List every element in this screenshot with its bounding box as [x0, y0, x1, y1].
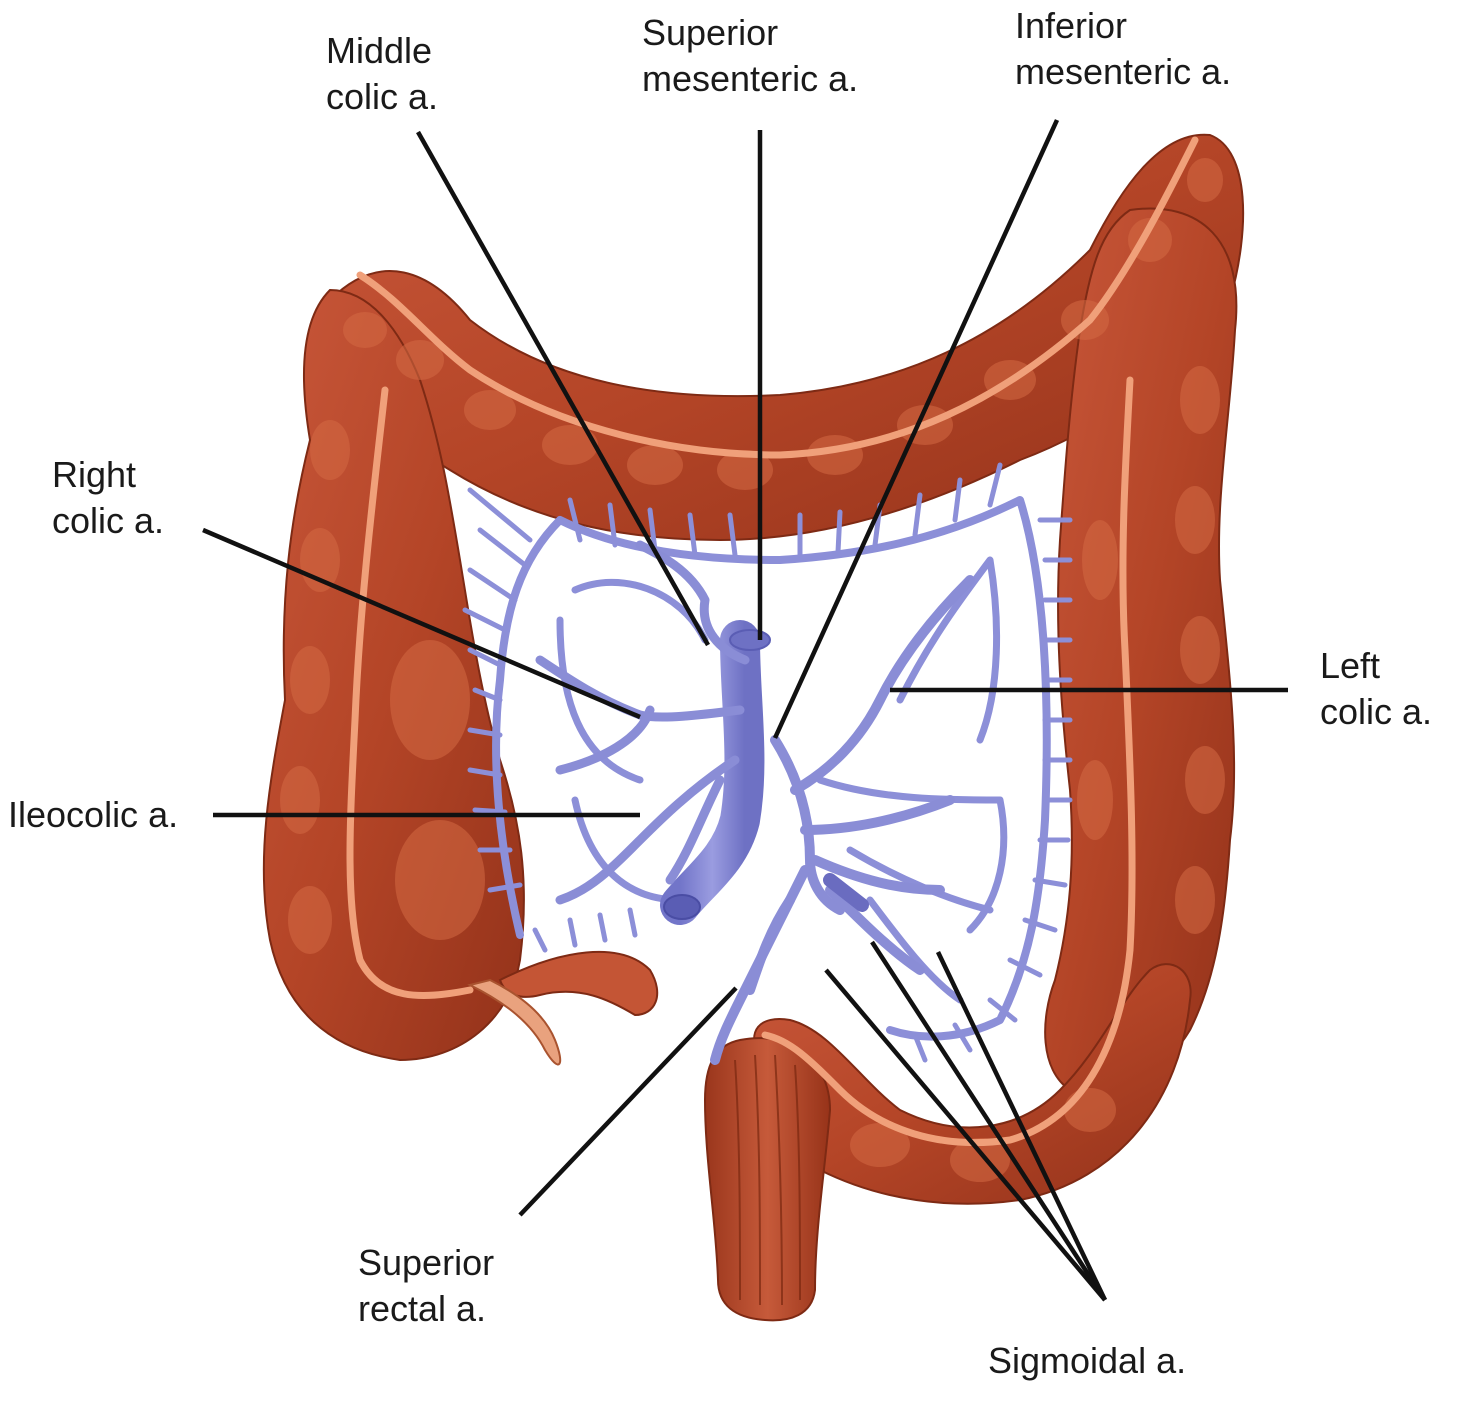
- label-superior-rectal: Superior rectal a.: [358, 1242, 495, 1329]
- vasa-recta: [462, 462, 1073, 1063]
- label-superior-mesenteric: Superior mesenteric a.: [642, 12, 859, 99]
- sigmoid-branch-3: [825, 885, 925, 975]
- ima-branches: [710, 575, 975, 1065]
- ileocolic-branch: [555, 755, 740, 905]
- ima-stump: [823, 873, 869, 912]
- label-inferior-mesenteric: Inferior mesenteric a.: [1015, 5, 1232, 92]
- rectum: [703, 1037, 832, 1322]
- haustra: [280, 158, 1225, 1182]
- label-middle-colic: Middle colic a.: [326, 30, 439, 117]
- superior-mesenteric-trunk: [660, 620, 765, 925]
- label-sigmoidal: Sigmoidal a.: [988, 1340, 1187, 1381]
- leader-superior-rectal: [518, 986, 738, 1217]
- terminal-ileum: [498, 950, 659, 1017]
- leader-sigmoidal-3: [935, 951, 1108, 1301]
- leader-sigmoidal-1: [824, 968, 1107, 1302]
- label-left-colic: Left colic a.: [1320, 645, 1433, 732]
- colon: [262, 133, 1245, 1322]
- leader-sigmoidal-2: [870, 940, 1107, 1302]
- rectum-folds: [734, 1054, 801, 1306]
- taenia-coli: [346, 136, 1199, 1146]
- left-colic-branch: [790, 575, 975, 795]
- label-right-colic: Right colic a.: [52, 454, 165, 541]
- inferior-mesenteric-trunk: [770, 735, 845, 915]
- sma-cut-end: [663, 894, 701, 920]
- sma-origin: [729, 629, 771, 651]
- leader-middle-colic: [416, 130, 710, 647]
- sigmoid-branch-1: [800, 795, 955, 835]
- leader-inferior-mesenteric: [772, 119, 1060, 739]
- sma-branches: [535, 540, 750, 905]
- appendix: [467, 978, 562, 1066]
- inner-arcade: [556, 556, 1008, 1004]
- leader-lines: [202, 119, 1288, 1302]
- leader-right-colic: [202, 527, 641, 720]
- arterial-network: [462, 462, 1073, 1065]
- marginal-artery: [492, 496, 1051, 1041]
- sigmoid-branch-2: [810, 855, 945, 895]
- label-ileocolic: Ileocolic a.: [8, 794, 179, 835]
